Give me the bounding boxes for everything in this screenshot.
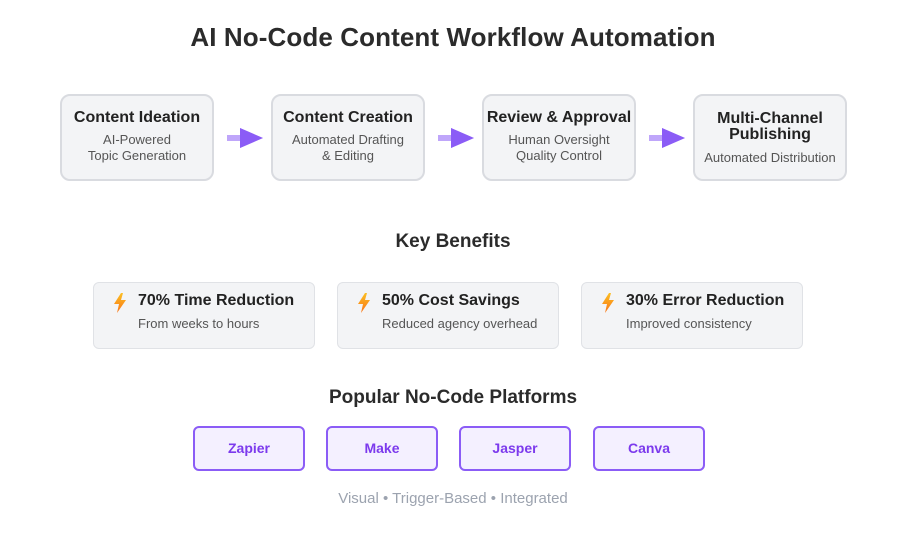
platform-make: Make — [326, 426, 438, 471]
arrow-right-icon — [649, 128, 685, 148]
step-description: Automated Drafting & Editing — [273, 132, 423, 164]
step-description: AI-Powered Topic Generation — [62, 132, 212, 164]
platforms-footer-note: Visual • Trigger-Based • Integrated — [338, 490, 568, 507]
benefit-title: 70% Time Reduction — [138, 292, 295, 309]
arrow-right-icon — [227, 128, 263, 148]
benefit-description: Improved consistency — [626, 316, 752, 331]
benefit-card-cost: 50% Cost Savings Reduced agency overhead — [337, 282, 559, 349]
step-description-line: Topic Generation — [87, 148, 187, 163]
step-description-line: Human Oversight — [508, 132, 610, 147]
platform-zapier: Zapier — [193, 426, 305, 471]
workflow-step-publishing: Multi-Channel Publishing Automated Distr… — [693, 94, 847, 181]
step-description-line: AI-Powered — [103, 132, 171, 147]
benefit-title: 50% Cost Savings — [382, 292, 520, 309]
benefit-title: 30% Error Reduction — [626, 292, 785, 309]
step-description: Human Oversight Quality Control — [484, 132, 634, 164]
step-title: Content Ideation — [73, 109, 201, 126]
page-title: AI No-Code Content Workflow Automation — [190, 22, 716, 52]
benefits-heading: Key Benefits — [395, 231, 511, 252]
workflow-step-review: Review & Approval Human Oversight Qualit… — [482, 94, 636, 181]
lightning-bolt-icon — [602, 293, 614, 313]
lightning-bolt-icon — [114, 293, 126, 313]
benefit-card-error: 30% Error Reduction Improved consistency — [581, 282, 803, 349]
step-description: Automated Distribution — [695, 150, 845, 166]
benefit-card-time: 70% Time Reduction From weeks to hours — [93, 282, 315, 349]
step-title: Content Creation — [283, 109, 413, 126]
step-title: Review & Approval — [486, 109, 632, 126]
arrow-right-icon — [438, 128, 474, 148]
step-description-line: Automated Drafting — [291, 132, 404, 147]
step-description-line: & Editing — [321, 148, 375, 163]
step-title: Multi-Channel Publishing — [695, 111, 845, 143]
workflow-step-ideation: Content Ideation AI-Powered Topic Genera… — [60, 94, 214, 181]
step-description-line: Quality Control — [516, 148, 602, 163]
platforms-heading: Popular No-Code Platforms — [328, 387, 578, 408]
lightning-bolt-icon — [358, 293, 370, 313]
step-title-line: Publishing — [729, 126, 811, 143]
benefit-description: Reduced agency overhead — [382, 316, 538, 331]
workflow-step-creation: Content Creation Automated Drafting & Ed… — [271, 94, 425, 181]
platform-jasper: Jasper — [459, 426, 571, 471]
step-title-line: Multi-Channel — [717, 110, 823, 127]
benefit-description: From weeks to hours — [138, 316, 260, 331]
platform-canva: Canva — [593, 426, 705, 471]
step-description-line: Automated Distribution — [704, 150, 836, 165]
